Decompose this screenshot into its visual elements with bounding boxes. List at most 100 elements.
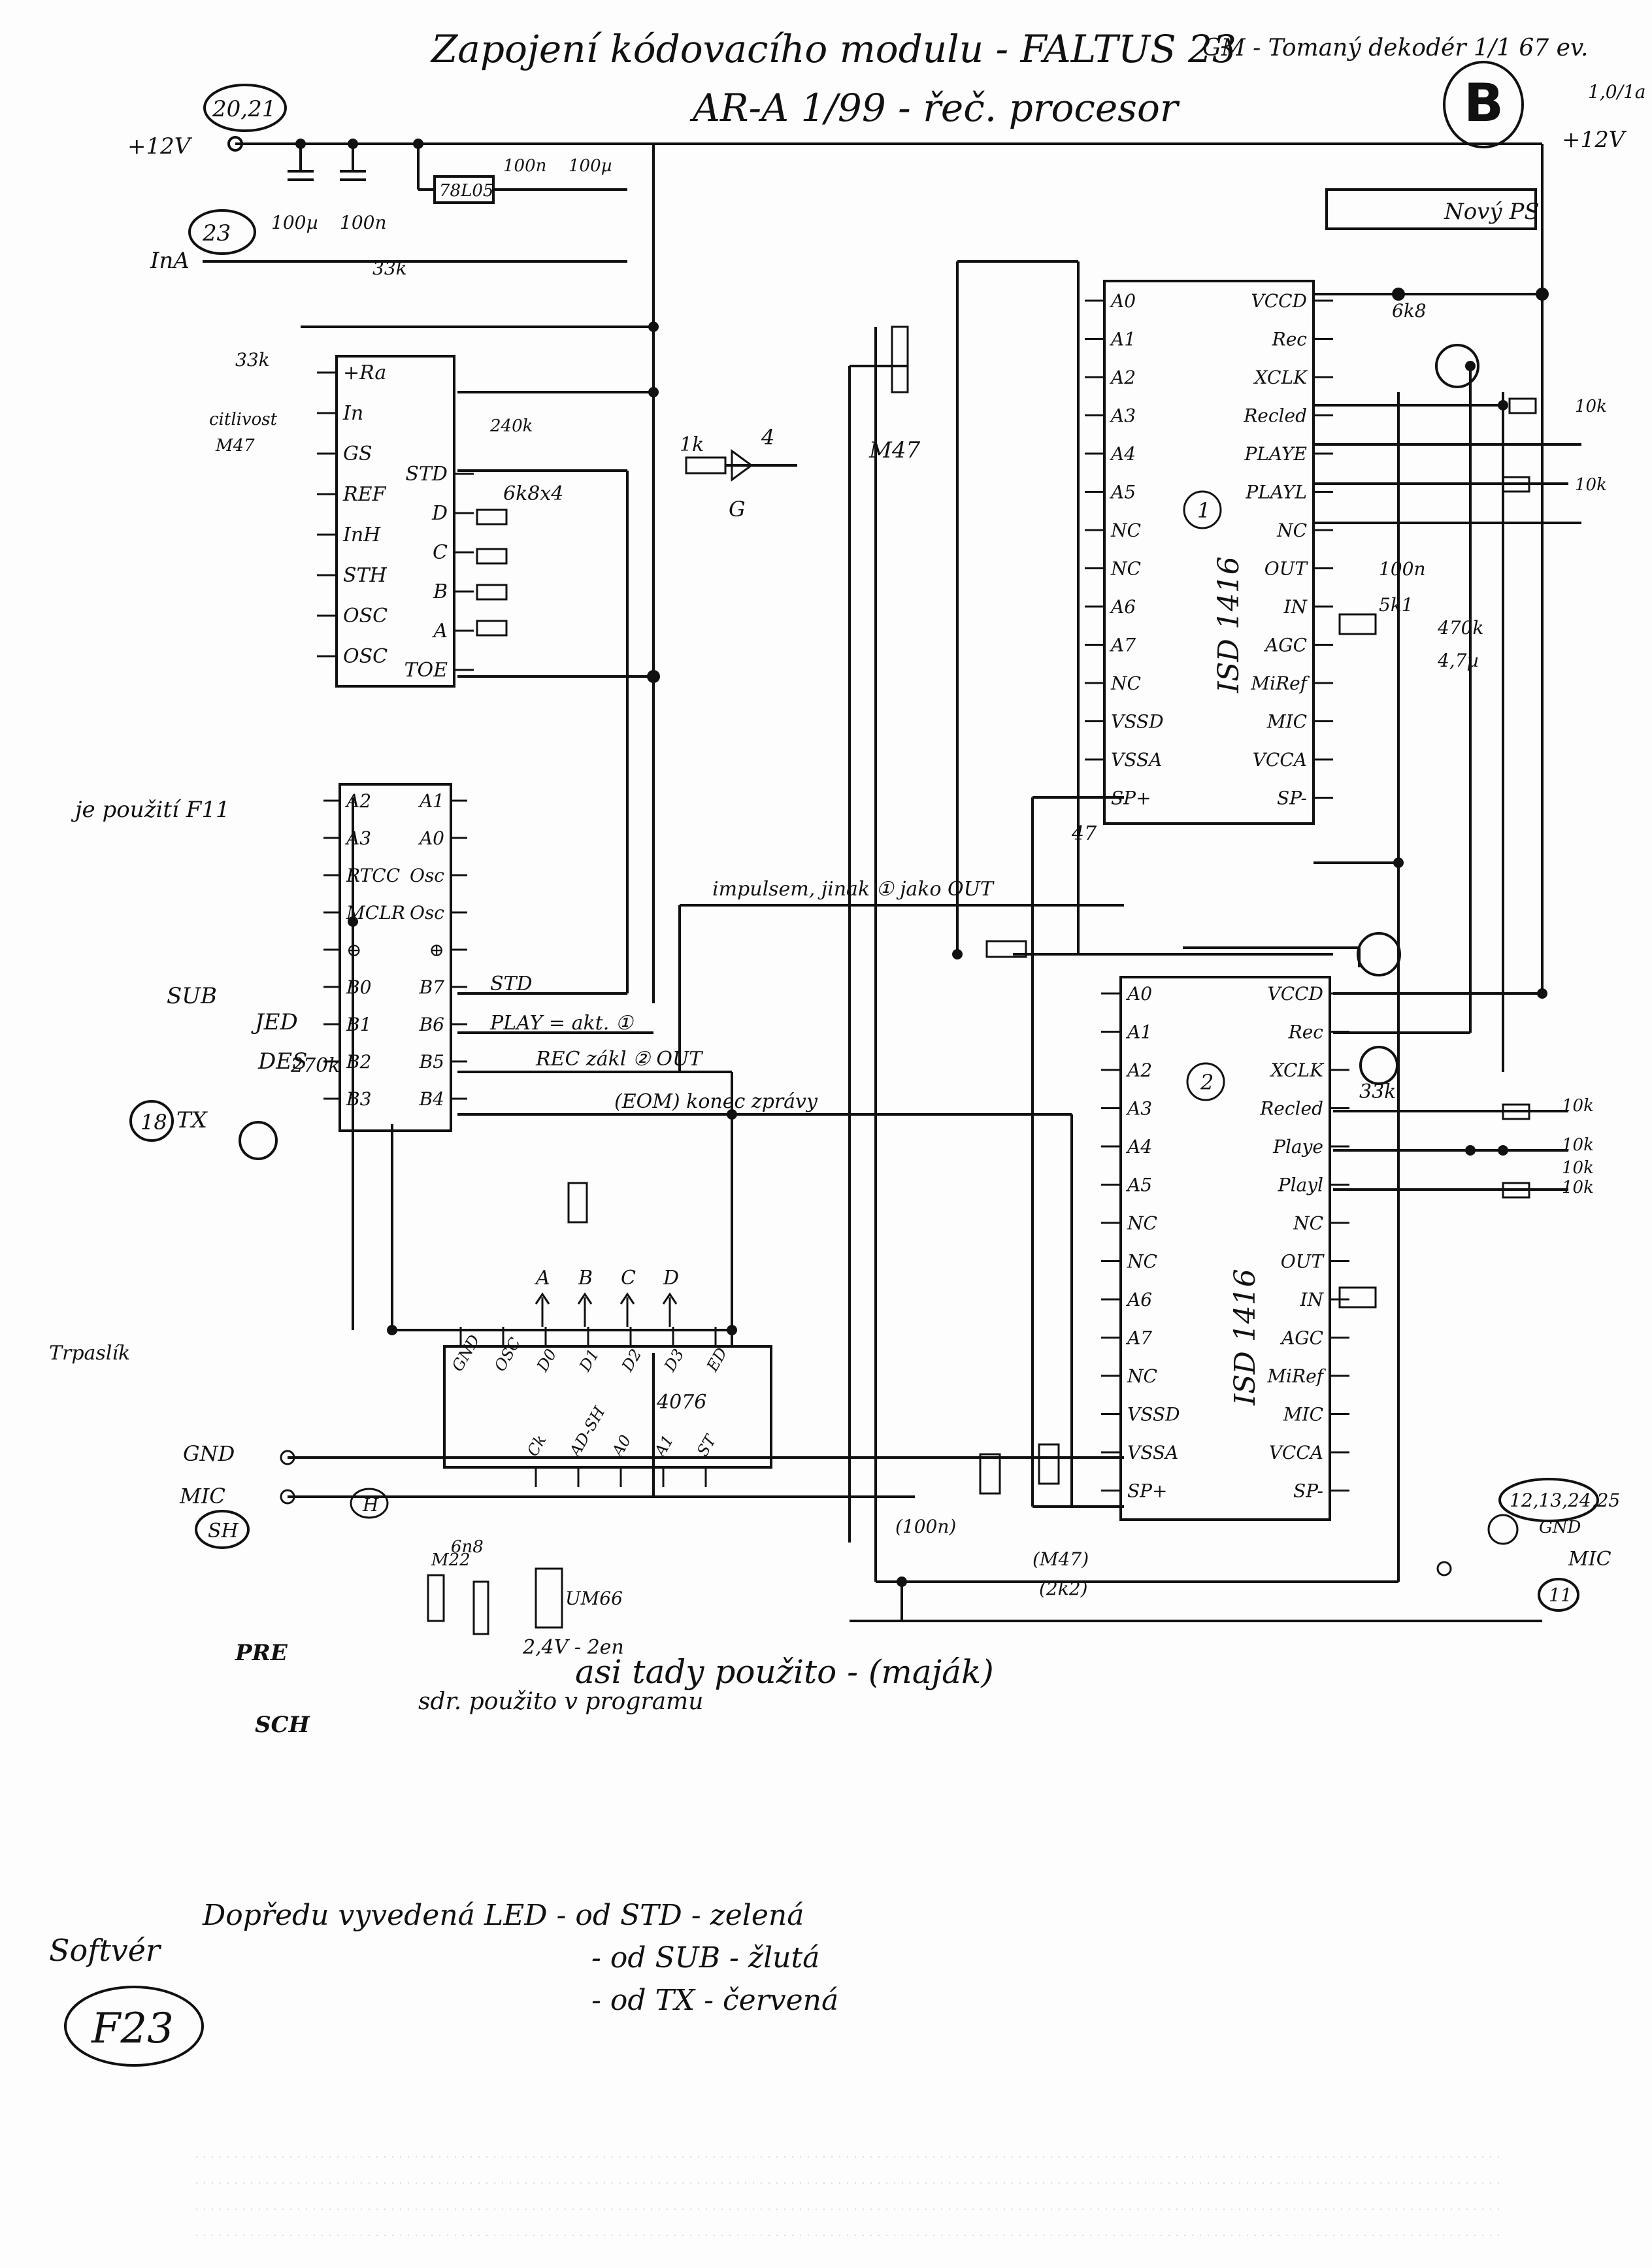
svg-text:SCH: SCH <box>255 1712 311 1738</box>
pin-label: B0 <box>346 976 371 998</box>
pin-label: Osc <box>410 865 444 886</box>
pin-label: B2 <box>346 1051 371 1073</box>
pin-label: SP- <box>1277 788 1307 809</box>
dec-out-label: B <box>578 1267 593 1290</box>
pin-label: B7 <box>419 976 445 998</box>
pin-label: A2 <box>1109 367 1136 388</box>
dec-pin-top: GND <box>448 1332 484 1375</box>
pin-label: Playl <box>1278 1175 1323 1196</box>
svg-text:100µ: 100µ <box>569 156 612 176</box>
svg-text:STD: STD <box>490 973 533 995</box>
svg-text:Trpaslík: Trpaslík <box>49 1342 130 1365</box>
svg-text:10k: 10k <box>1562 1135 1594 1155</box>
pin-label: Playe <box>1272 1136 1323 1158</box>
pin-top: 20,21 <box>212 96 276 122</box>
svg-text:240k: 240k <box>489 416 533 436</box>
pin-label: Osc <box>410 902 444 924</box>
pin-label: SP- <box>1293 1480 1323 1502</box>
svg-text:GND: GND <box>183 1441 235 1466</box>
svg-text:Nový PS: Nový PS <box>1444 199 1540 225</box>
title-corner-small: 1,0/1a <box>1588 81 1645 103</box>
pin-label: OSC <box>343 605 388 627</box>
isd2-chip <box>1119 976 1331 1521</box>
svg-text:6n8: 6n8 <box>451 1537 484 1557</box>
pin-label: B4 <box>419 1088 444 1110</box>
pin-label: SP+ <box>1127 1480 1167 1502</box>
pin-label: VCCA <box>1269 1442 1323 1463</box>
dec-pin-bottom: Ck <box>523 1432 550 1459</box>
dec-pin-top: D1 <box>575 1346 603 1375</box>
pin-label: NC <box>1127 1212 1157 1234</box>
label-ina: InA <box>150 248 190 274</box>
isd2-pins: A0A1A2A3A4A5NCNCA6A7NCVSSDVSSASP+VCCDRec… <box>1101 983 1349 1502</box>
svg-text:100n: 100n <box>1379 558 1425 580</box>
svg-text:33k: 33k <box>1359 1080 1396 1103</box>
vplus-right: +12V <box>1562 127 1627 153</box>
pin-label: VSSA <box>1111 749 1162 771</box>
note-line2: - od SUB - žlutá <box>591 1941 819 1975</box>
pin-label: NC <box>1110 520 1141 541</box>
svg-text:M47: M47 <box>868 437 920 463</box>
pin-label: D <box>431 502 448 525</box>
isd2-number-circle <box>1186 1062 1225 1101</box>
svg-text:270k: 270k <box>290 1054 340 1077</box>
isd1-number-circle <box>1183 490 1222 529</box>
title-line2: AR-A 1/99 - řeč. procesor <box>689 86 1180 130</box>
grid-paper <box>196 2156 1503 2236</box>
svg-text:TX: TX <box>176 1107 208 1133</box>
pin-label: NC <box>1110 673 1141 694</box>
pin-label: AGC <box>1280 1327 1323 1349</box>
pin-label: C <box>433 541 448 564</box>
junction-dots <box>295 139 1549 1587</box>
svg-text:47: 47 <box>1071 822 1097 845</box>
pin-label: VCCD <box>1251 290 1307 312</box>
dec-out-label: C <box>621 1267 636 1290</box>
svg-text:JED: JED <box>251 1009 298 1035</box>
dec-out-label: D <box>663 1267 679 1290</box>
pin-label: STD <box>405 463 448 486</box>
svg-text:100n: 100n <box>503 156 546 176</box>
svg-text:H: H <box>362 1494 379 1516</box>
pin-label: NC <box>1110 558 1141 580</box>
dec-pin-top: ED <box>702 1344 731 1375</box>
pin-label: STH <box>343 564 388 587</box>
title-line1: Zapojení kódovacího modulu - FALTUS 23 <box>430 27 1236 71</box>
pin-label: A4 <box>1125 1136 1152 1158</box>
pin-ina-circle <box>188 209 256 255</box>
pin-label: NC <box>1293 1212 1323 1234</box>
dec-out-label: A <box>534 1267 550 1290</box>
dec-pin-top: D0 <box>533 1346 560 1375</box>
pin-label: IN <box>1283 596 1308 618</box>
labels: 6k8x4 1k 4 G M47 33k 33k 33k 240k citliv… <box>49 199 1620 1738</box>
svg-text:4,7µ: 4,7µ <box>1437 650 1479 671</box>
svg-text:10k: 10k <box>1562 1178 1594 1197</box>
pin-label: A2 <box>1125 1059 1152 1081</box>
isd1-chip <box>1103 280 1315 825</box>
isd1-name: ISD 1416 <box>1212 556 1246 693</box>
pin-label: PLAYE <box>1244 443 1307 465</box>
svg-text:470k: 470k <box>1437 617 1483 639</box>
pin-label: RTCC <box>346 865 400 886</box>
svg-text:impulsem, jinak ① jako OUT: impulsem, jinak ① jako OUT <box>712 878 995 901</box>
svg-text:100n: 100n <box>340 212 386 233</box>
pin-label: A7 <box>1125 1327 1152 1349</box>
pin-label: XCLK <box>1253 367 1308 388</box>
pin-label: B <box>433 580 448 603</box>
pin-label: MiRef <box>1266 1365 1326 1387</box>
power-caps: 100µ 100n 100n 100µ 78L05 <box>271 144 627 233</box>
pin-label: GS <box>343 442 372 465</box>
left-chip <box>335 355 455 688</box>
software-label: Softvér <box>49 1933 162 1968</box>
pin-label: NC <box>1127 1251 1157 1273</box>
vplus-left: +12V <box>127 133 193 159</box>
svg-text:100µ: 100µ <box>271 212 318 233</box>
pin-label: A3 <box>1109 405 1136 427</box>
svg-text:(2k2): (2k2) <box>1039 1578 1087 1599</box>
svg-text:PLAY = akt. ①: PLAY = akt. ① <box>489 1012 635 1035</box>
dec-pin-top: D2 <box>618 1346 645 1375</box>
svg-text:citlivost: citlivost <box>209 410 278 429</box>
pin-label: AGC <box>1263 635 1307 656</box>
svg-text:(EOM) konec zprávy: (EOM) konec zprávy <box>614 1090 818 1113</box>
